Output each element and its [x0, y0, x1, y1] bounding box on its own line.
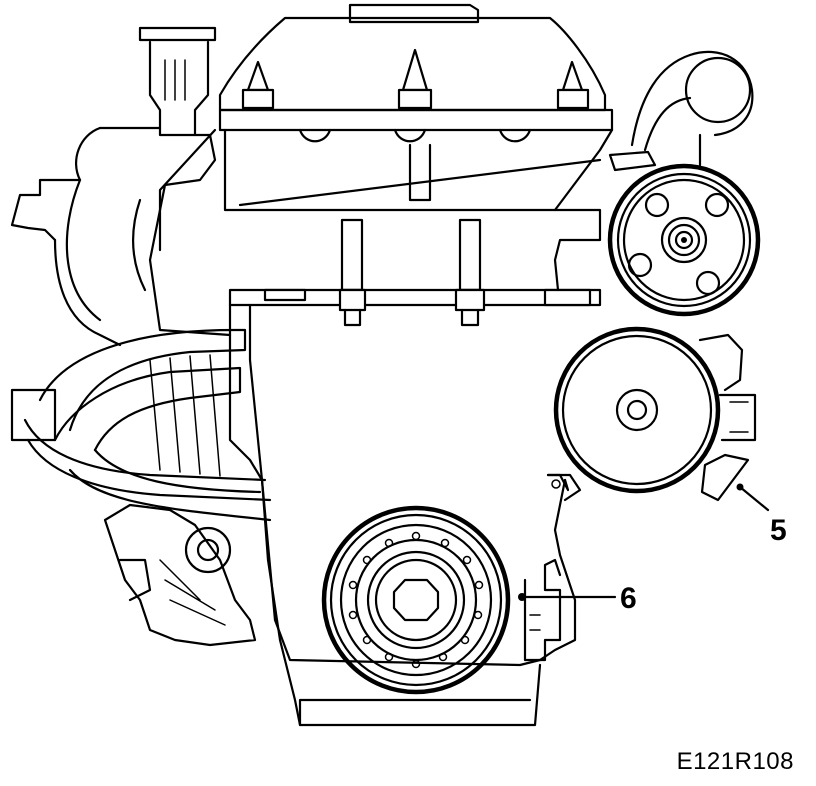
exhaust-manifold [10, 328, 272, 522]
lower-left-housing [103, 503, 257, 647]
callout-5-leader [738, 485, 770, 512]
cylinder-head [158, 3, 614, 252]
upper-pulley [607, 150, 761, 317]
water-pump-pulley [546, 326, 757, 502]
figure-code: E121R108 [676, 748, 794, 775]
crankshaft-pulley [321, 505, 511, 695]
callout-6: 6 [518, 582, 637, 615]
left-intake-assembly [10, 26, 232, 347]
engine-block [228, 208, 602, 727]
thermostat-elbow [630, 50, 754, 167]
callout-6-label: 6 [620, 582, 637, 615]
callout-5-dot [736, 483, 744, 491]
callout-5-label: 5 [770, 514, 787, 547]
callout-5: 5 [736, 483, 787, 547]
callout-6-dot [518, 593, 526, 601]
